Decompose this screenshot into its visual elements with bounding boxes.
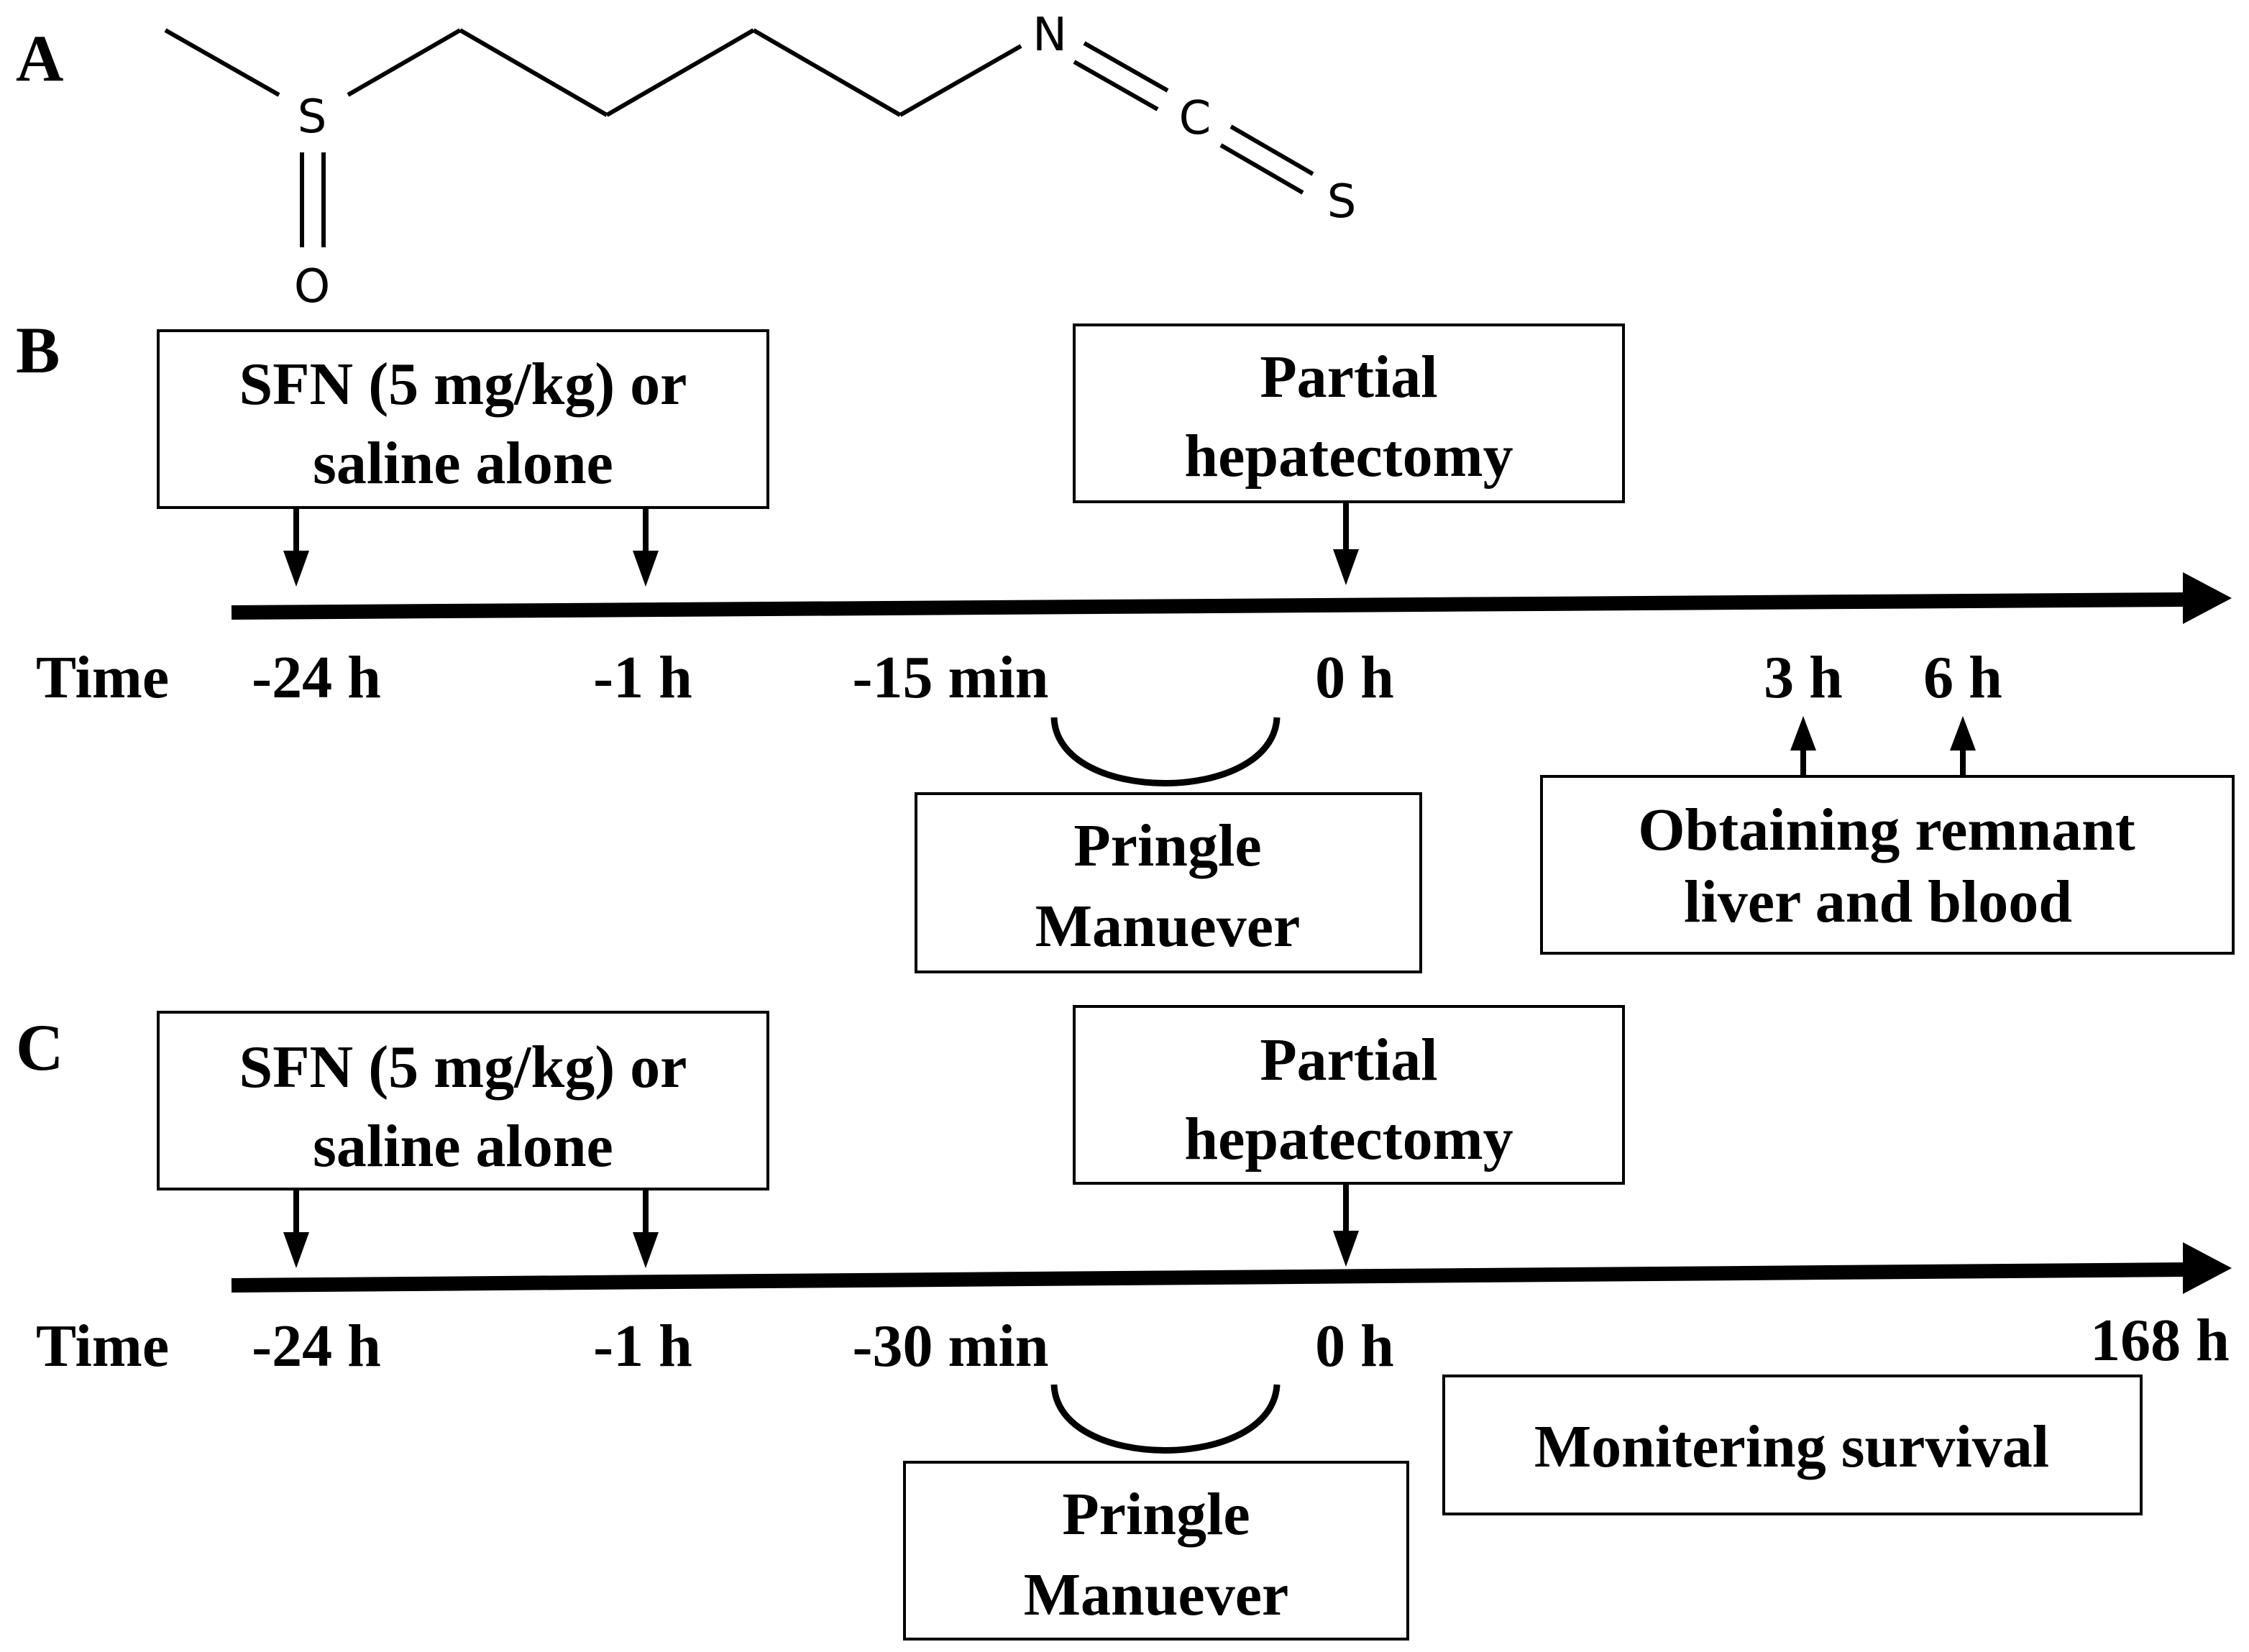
box-pringle-b-line1: Pringle xyxy=(1073,812,1261,879)
atom-sulfur-1: S xyxy=(298,91,327,144)
box-hepatectomy-c xyxy=(1073,1005,1625,1185)
bond-n-c-b xyxy=(1073,60,1159,111)
bond-c-s-b xyxy=(1219,143,1304,195)
timeline-arrowhead-b xyxy=(2183,572,2232,624)
time-label-c: Time xyxy=(36,1313,169,1380)
bond-c1-c2 xyxy=(459,28,608,117)
box-treatment-b xyxy=(157,329,769,509)
box-treatment-c-line1: SFN (5 mg/kg) or xyxy=(239,1034,687,1101)
arrowhead-down-b-minus1 xyxy=(633,551,659,587)
atom-oxygen: O xyxy=(294,260,330,313)
box-hepatectomy-c-line1: Partial xyxy=(1260,1027,1437,1093)
time-b-minus24: -24 h xyxy=(252,644,381,711)
box-treatment-b-line1: SFN (5 mg/kg) or xyxy=(239,351,687,418)
panel-c: C SFN (5 mg/kg) or saline alone Partial … xyxy=(16,1005,2232,1640)
atom-nitrogen: N xyxy=(1032,9,1067,62)
box-sampling-b-line1: Obtaining remnant xyxy=(1638,797,2135,863)
bond-methyl-s xyxy=(164,28,280,97)
box-treatment-c-line2: saline alone xyxy=(313,1113,613,1180)
panel-b: B SFN (5 mg/kg) or saline alone Partial … xyxy=(16,313,2235,973)
time-c-minus30min: -30 min xyxy=(853,1313,1049,1380)
panel-b-letter: B xyxy=(16,313,60,387)
time-b-3h: 3 h xyxy=(1764,644,1843,711)
bond-c3-c4 xyxy=(752,28,902,117)
molecule-structure: S O N C S xyxy=(164,9,1357,313)
box-sampling-b-line2: liver and blood xyxy=(1684,868,2072,935)
box-pringle-c-line1: Pringle xyxy=(1062,1481,1250,1548)
arrowhead-down-c-zero xyxy=(1333,1231,1359,1267)
arrowhead-up-b-6h xyxy=(1950,716,1976,751)
box-sampling-b xyxy=(1540,775,2235,955)
time-b-minus1: -1 h xyxy=(593,644,692,711)
arrowhead-down-c-minus24 xyxy=(283,1232,309,1268)
box-pringle-b-line2: Manuever xyxy=(1035,893,1301,960)
time-label-b: Time xyxy=(36,644,169,711)
atom-carbon: C xyxy=(1179,92,1211,145)
box-hepatectomy-b-line2: hepatectomy xyxy=(1184,423,1513,490)
arrowhead-down-b-minus24 xyxy=(283,551,309,587)
box-survival-c-line1: Monitering survival xyxy=(1534,1413,2049,1480)
time-b-minus15min: -15 min xyxy=(853,644,1049,711)
panel-a-letter: A xyxy=(16,22,63,95)
box-treatment-b-line2: saline alone xyxy=(313,430,613,497)
time-c-168h: 168 h xyxy=(2090,1307,2230,1374)
box-hepatectomy-b xyxy=(1073,323,1625,503)
time-b-6h: 6 h xyxy=(1923,644,2002,711)
box-pringle-c-line2: Manuever xyxy=(1024,1561,1289,1628)
arrowhead-up-b-3h xyxy=(1790,716,1816,751)
arrowhead-down-b-zero xyxy=(1333,549,1359,585)
bond-c-s-a xyxy=(1229,124,1314,176)
arrowhead-down-c-minus1 xyxy=(633,1232,659,1268)
time-c-minus24: -24 h xyxy=(252,1313,381,1380)
panel-c-letter: C xyxy=(16,1011,63,1084)
timeline-axis-c xyxy=(231,1262,2186,1293)
time-b-zero: 0 h xyxy=(1315,644,1394,711)
atom-sulfur-2: S xyxy=(1327,175,1357,229)
bond-n-c-a xyxy=(1083,41,1169,93)
timeline-axis-b xyxy=(231,592,2186,620)
box-pringle-c xyxy=(903,1461,1409,1640)
panel-a: A S O N C S xyxy=(16,9,1356,313)
pringle-bracket-c xyxy=(1050,1384,1281,1454)
pringle-bracket-b xyxy=(1050,717,1281,786)
box-survival-c xyxy=(1442,1375,2143,1515)
box-pringle-b xyxy=(915,792,1422,973)
bond-s-c1 xyxy=(347,28,462,97)
bond-c4-n xyxy=(899,44,1022,117)
timeline-arrowhead-c xyxy=(2183,1242,2232,1294)
bond-c2-c3 xyxy=(605,28,755,117)
time-c-zero: 0 h xyxy=(1315,1313,1394,1380)
box-hepatectomy-b-line1: Partial xyxy=(1260,344,1437,410)
time-c-minus1: -1 h xyxy=(593,1313,692,1380)
box-hepatectomy-c-line2: hepatectomy xyxy=(1184,1106,1513,1173)
box-treatment-c xyxy=(157,1011,769,1190)
